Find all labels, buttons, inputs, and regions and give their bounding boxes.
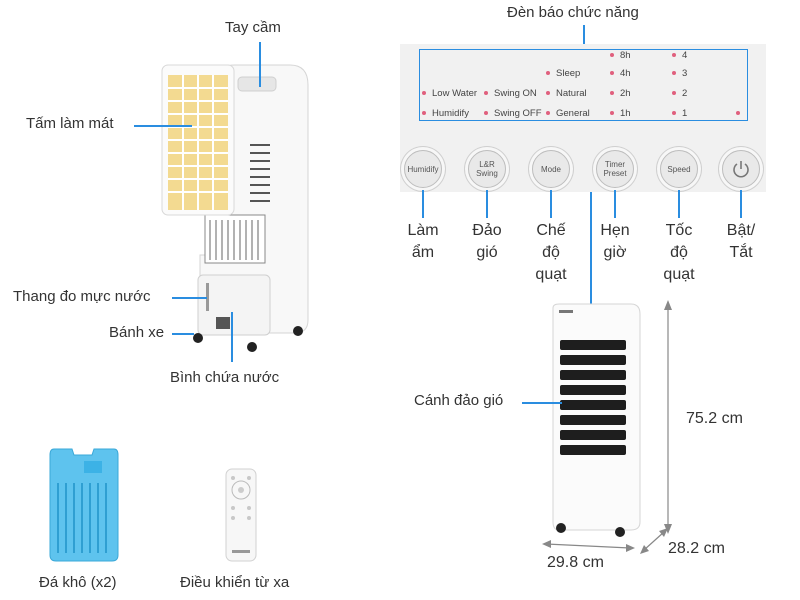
power-caption: Bật/ Tắt [726, 222, 756, 261]
water-gauge-label: Thang đo mực nước [13, 288, 151, 305]
indicator-timer-8h: 8h [610, 50, 631, 61]
mode-button[interactable]: Mode [532, 150, 570, 188]
mode-caption: Chế độ quạt [535, 222, 567, 283]
indicator-natural: Natural [546, 88, 587, 99]
air-cooler-open-view [161, 64, 309, 352]
indicator-general: General [546, 108, 590, 119]
control-panel: Low Water Humidify Swing ON Swing OFF Sl… [400, 44, 766, 192]
speed-button[interactable]: Speed [660, 150, 698, 188]
wheel-leader [172, 333, 194, 335]
remote-caption: Điều khiển từ xa [180, 574, 290, 591]
indicator-low-water: Low Water [422, 88, 477, 99]
water-tank-leader [231, 312, 233, 362]
cooling-pad-leader [134, 125, 192, 127]
timer-leader [614, 190, 616, 218]
speed-caption: Tốc độ quạt [663, 222, 695, 283]
handle-label: Tay cầm [225, 19, 281, 36]
indicator-box [419, 49, 748, 121]
indicator-humidify: Humidify [422, 108, 469, 119]
humidify-button[interactable]: Humidify [404, 150, 442, 188]
speed-leader [678, 190, 680, 218]
panel-to-unit-leader [590, 192, 592, 304]
power-icon [733, 161, 749, 178]
swing-leader [486, 190, 488, 218]
indicator-speed-2: 2 [672, 88, 687, 99]
dimension-lines [542, 300, 672, 554]
indicator-timer-4h: 4h [610, 68, 631, 79]
ice-pack-caption: Đá khô (x2) [39, 574, 117, 591]
wheel-label: Bánh xe [109, 324, 165, 341]
power-leader [740, 190, 742, 218]
indicator-swing-on: Swing ON [484, 88, 537, 99]
width-dimension: 29.8 cm [547, 554, 604, 571]
mode-leader [550, 190, 552, 218]
swing-caption: Đảo gió [472, 222, 502, 261]
water-tank-label: Bình chứa nước [170, 369, 280, 386]
indicator-timer-2h: 2h [610, 88, 631, 99]
depth-dimension: 28.2 cm [668, 540, 725, 557]
swing-button[interactable]: L&R Swing [468, 150, 506, 188]
indicator-speed-3: 3 [672, 68, 687, 79]
remote-control-image [225, 468, 257, 562]
humidify-caption: Làm ẩm [407, 222, 439, 261]
power-button[interactable] [722, 150, 760, 188]
louver-leader [522, 402, 562, 404]
panel-title: Đèn báo chức năng [507, 4, 639, 21]
air-cooler-front-view [552, 303, 641, 537]
ice-pack-image [49, 448, 119, 562]
handle-leader [259, 42, 261, 87]
louver-label: Cánh đảo gió [414, 392, 504, 409]
water-gauge-leader [172, 297, 207, 299]
timer-caption: Hẹn giờ [600, 222, 630, 261]
cooling-pad-label: Tấm làm mát [26, 115, 114, 132]
indicator-power [736, 108, 746, 119]
panel-title-leader [583, 25, 585, 49]
indicator-speed-1: 1 [672, 108, 687, 119]
indicator-speed-4: 4 [672, 50, 687, 61]
indicator-timer-1h: 1h [610, 108, 631, 119]
indicator-sleep: Sleep [546, 68, 580, 79]
indicator-swing-off: Swing OFF [484, 108, 542, 119]
humidify-leader [422, 190, 424, 218]
timer-button[interactable]: Timer Preset [596, 150, 634, 188]
height-dimension: 75.2 cm [686, 410, 743, 427]
